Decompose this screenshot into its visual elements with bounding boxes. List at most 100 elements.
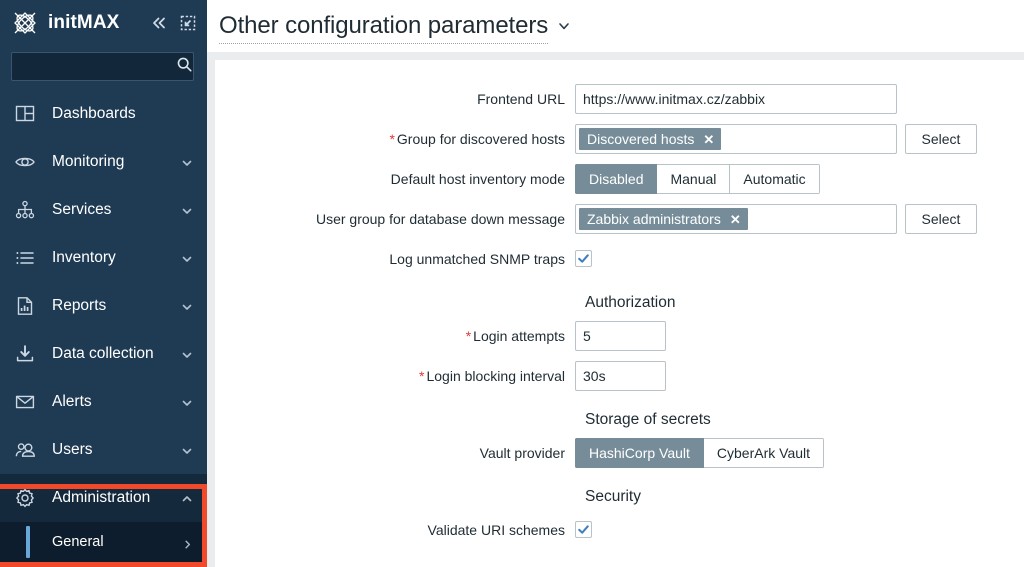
sidebar-item-users[interactable]: Users	[0, 426, 207, 474]
dashboard-grid-icon	[14, 103, 36, 125]
envelope-icon	[14, 391, 36, 413]
sidebar-item-label: Administration	[52, 489, 151, 506]
chevron-up-icon	[181, 492, 193, 504]
search-input[interactable]	[21, 59, 176, 74]
double-chevron-left-icon[interactable]	[150, 14, 168, 32]
field-user-group-db-down: User group for database down message Zab…	[215, 204, 1024, 234]
field-control: HashiCorp Vault CyberArk Vault	[575, 438, 825, 468]
brand-name: initMAX	[48, 12, 120, 33]
selected-chip[interactable]: Zabbix administrators ✕	[579, 208, 748, 230]
field-validate-uri-schemes: Validate URI schemes	[215, 515, 1024, 545]
chevron-down-icon[interactable]	[557, 19, 571, 33]
field-frontend-url: Frontend URL	[215, 84, 1024, 114]
sidebar-item-dashboards[interactable]: Dashboards	[0, 90, 207, 138]
selected-chip[interactable]: Discovered hosts ✕	[579, 128, 722, 150]
initmax-logo-icon	[11, 9, 39, 37]
sidebar-item-label: Monitoring	[52, 153, 125, 170]
field-control	[575, 321, 666, 351]
field-label: *Login blocking interval	[419, 368, 565, 384]
sidebar: initMAX	[0, 0, 207, 567]
sidebar-item-inventory[interactable]: Inventory	[0, 234, 207, 282]
field-control	[575, 515, 592, 538]
sidebar-item-reports[interactable]: Reports	[0, 282, 207, 330]
search-icon[interactable]	[176, 56, 193, 78]
chevron-down-icon	[181, 348, 193, 360]
eye-icon	[14, 151, 36, 173]
field-control: Disabled Manual Automatic	[575, 164, 820, 194]
other-configuration-form: Frontend URL *Group for discovered hosts…	[215, 60, 1024, 545]
field-control	[575, 244, 592, 267]
sidebar-item-monitoring[interactable]: Monitoring	[0, 138, 207, 186]
inventory-mode-option-automatic[interactable]: Automatic	[730, 164, 820, 194]
sidebar-subitem-general[interactable]: General	[0, 522, 207, 562]
vault-provider-option-cyberark[interactable]: CyberArk Vault	[703, 438, 825, 468]
chevron-down-icon	[181, 156, 193, 168]
field-label: Validate URI schemes	[427, 522, 565, 538]
sidebar-subitem-label: General	[52, 534, 104, 550]
section-heading-storage-of-secrets: Storage of secrets	[585, 411, 711, 428]
chip-label: Discovered hosts	[587, 131, 695, 147]
page-title: Other configuration parameters	[219, 12, 548, 44]
group-discovered-hosts-multiselect[interactable]: Discovered hosts ✕	[575, 124, 897, 154]
field-label: Frontend URL	[477, 91, 565, 107]
field-group-discovered-hosts: *Group for discovered hosts Discovered h…	[215, 124, 1024, 154]
sidebar-item-label: Dashboards	[52, 105, 136, 122]
login-attempts-input[interactable]	[575, 321, 666, 351]
remove-chip-icon[interactable]: ✕	[729, 211, 741, 227]
sidebar-item-services[interactable]: Services	[0, 186, 207, 234]
remove-chip-icon[interactable]: ✕	[703, 131, 715, 147]
users-group-icon	[14, 439, 36, 461]
sidebar-item-label: Users	[52, 441, 93, 458]
chevron-down-icon	[181, 444, 193, 456]
settings-card: Frontend URL *Group for discovered hosts…	[215, 60, 1024, 567]
sidebar-item-label: Services	[52, 201, 112, 218]
hierarchy-tree-icon	[14, 199, 36, 221]
chevron-right-icon	[182, 537, 193, 548]
login-blocking-interval-input[interactable]	[575, 361, 666, 391]
sidebar-item-data-collection[interactable]: Data collection	[0, 330, 207, 378]
search-box[interactable]	[11, 52, 194, 81]
field-label: Vault provider	[479, 445, 565, 461]
field-login-attempts: *Login attempts	[215, 321, 1024, 351]
field-login-blocking-interval: *Login blocking interval	[215, 361, 1024, 391]
page-title-dropdown[interactable]: Other configuration parameters	[219, 12, 571, 44]
chevron-down-icon	[181, 204, 193, 216]
frontend-url-input[interactable]	[575, 84, 897, 114]
chevron-down-icon	[181, 396, 193, 408]
field-label: *Login attempts	[465, 328, 565, 344]
sidebar-nav: Dashboards Monitoring	[0, 90, 207, 562]
field-log-snmp-traps: Log unmatched SNMP traps	[215, 244, 1024, 274]
download-inbox-icon	[14, 343, 36, 365]
select-user-group-button[interactable]: Select	[905, 204, 977, 234]
report-chart-icon	[14, 295, 36, 317]
active-accent-bar	[26, 526, 30, 558]
sidebar-item-administration[interactable]: Administration	[0, 474, 207, 522]
field-label: User group for database down message	[315, 211, 565, 227]
section-heading-security: Security	[585, 488, 641, 505]
inventory-mode-segmented-control: Disabled Manual Automatic	[575, 164, 820, 194]
vault-provider-option-hashicorp[interactable]: HashiCorp Vault	[575, 438, 704, 468]
brand-actions	[150, 14, 197, 32]
user-group-multiselect[interactable]: Zabbix administrators ✕	[575, 204, 897, 234]
list-icon	[14, 247, 36, 269]
field-control	[575, 361, 666, 391]
section-heading-authorization: Authorization	[585, 294, 676, 311]
brand-header: initMAX	[0, 0, 207, 46]
field-control: Discovered hosts ✕ Select	[575, 124, 977, 154]
field-control: Zabbix administrators ✕ Select	[575, 204, 977, 234]
field-label: Log unmatched SNMP traps	[389, 251, 565, 267]
validate-uri-schemes-checkbox[interactable]	[575, 521, 592, 538]
inventory-mode-option-disabled[interactable]: Disabled	[575, 164, 658, 194]
log-snmp-traps-checkbox[interactable]	[575, 250, 592, 267]
collapse-expand-icon[interactable]	[179, 14, 197, 32]
chevron-down-icon	[181, 300, 193, 312]
sidebar-item-label: Reports	[52, 297, 107, 314]
field-label: *Group for discovered hosts	[389, 131, 565, 147]
select-group-button[interactable]: Select	[905, 124, 977, 154]
sidebar-item-alerts[interactable]: Alerts	[0, 378, 207, 426]
inventory-mode-option-manual[interactable]: Manual	[657, 164, 731, 194]
page-header: Other configuration parameters	[207, 0, 1024, 52]
field-vault-provider: Vault provider HashiCorp Vault CyberArk …	[215, 438, 1024, 468]
main-content: Other configuration parameters Frontend …	[207, 0, 1024, 567]
